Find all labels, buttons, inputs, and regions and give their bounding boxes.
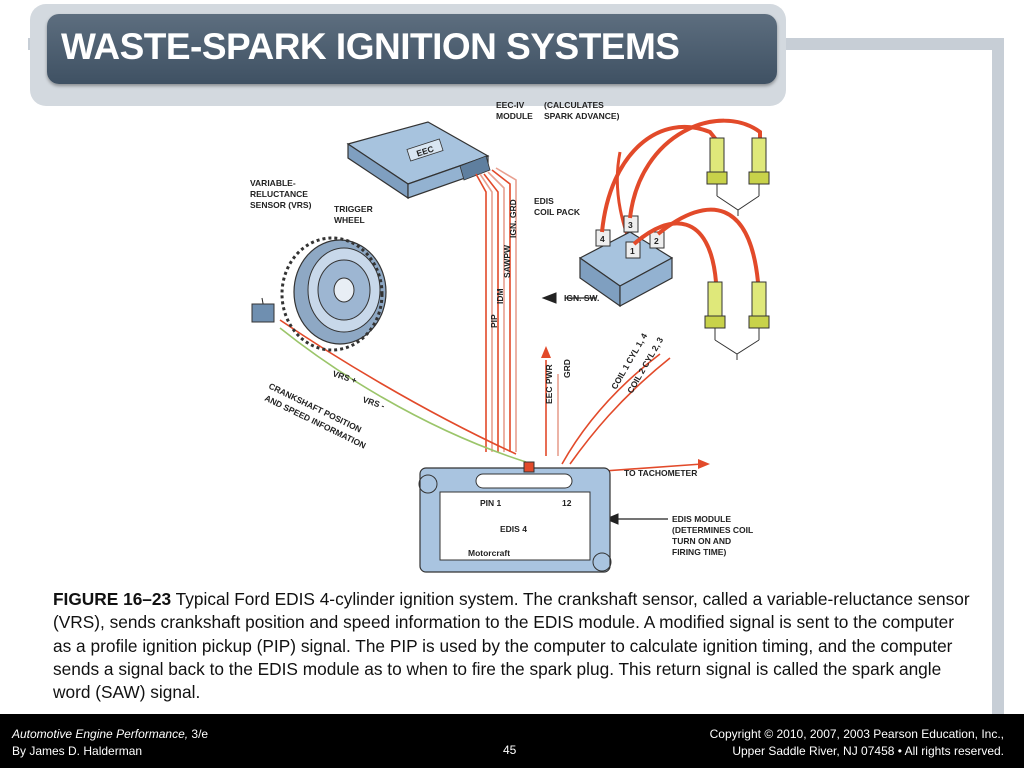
arrows bbox=[261, 292, 710, 525]
figure-caption: FIGURE 16–23 Typical Ford EDIS 4-cylinde… bbox=[53, 588, 973, 704]
slide-title: WASTE-SPARK IGNITION SYSTEMS bbox=[61, 26, 680, 67]
signal-wires bbox=[279, 151, 703, 473]
label-edis-module-3: TURN ON AND bbox=[672, 536, 731, 546]
pin12-label: 12 bbox=[562, 498, 572, 508]
label-eec-pwr: EEC PWR bbox=[544, 364, 554, 404]
book-author: By James D. Halderman bbox=[12, 744, 143, 758]
label-sawpw: SAWPW bbox=[502, 244, 512, 278]
coil-number-2: 2 bbox=[654, 236, 659, 246]
label-edis: EDIS bbox=[534, 196, 554, 206]
spark-plug bbox=[748, 137, 770, 196]
book-title: Automotive Engine Performance, bbox=[12, 727, 189, 741]
plug-wires bbox=[600, 118, 762, 283]
edis4-label: EDIS 4 bbox=[500, 524, 527, 534]
edis-module: PIN 1 12 EDIS 4 Motorcraft bbox=[418, 461, 612, 573]
label-vrs-3: SENSOR (VRS) bbox=[250, 200, 312, 210]
footer-copyright: Copyright © 2010, 2007, 2003 Pearson Edu… bbox=[710, 726, 1004, 760]
spark-plug bbox=[748, 281, 770, 340]
label-spark-advance: SPARK ADVANCE) bbox=[544, 111, 620, 121]
label-grd: GRD bbox=[562, 359, 572, 378]
copyright-line-2: Upper Saddle River, NJ 07458 • All right… bbox=[732, 744, 1004, 758]
label-module: MODULE bbox=[496, 111, 533, 121]
coil-number-4: 4 bbox=[600, 234, 605, 244]
label-ign-sw: IGN. SW. bbox=[564, 293, 599, 303]
spark-plug bbox=[706, 137, 728, 196]
caption-text: Typical Ford EDIS 4-cylinder ignition sy… bbox=[53, 589, 970, 703]
label-tachometer: TO TACHOMETER bbox=[624, 468, 697, 478]
pin1-label: PIN 1 bbox=[480, 498, 502, 508]
motorcraft-logo: Motorcraft bbox=[468, 548, 510, 558]
label-ign-grd: IGN. GRD bbox=[508, 199, 518, 238]
book-edition: 3/e bbox=[188, 727, 209, 741]
label-idm: IDM bbox=[495, 288, 505, 304]
coil-number-1: 1 bbox=[630, 246, 635, 256]
label-wheel: WHEEL bbox=[334, 215, 365, 225]
label-eec-iv: EEC-IV bbox=[496, 100, 525, 110]
label-vrs-plus: VRS + bbox=[331, 368, 358, 385]
trigger-wheel bbox=[251, 236, 387, 352]
label-coil-pack: COIL PACK bbox=[534, 207, 581, 217]
slide-frame-right bbox=[992, 38, 1004, 718]
footer-book-info: Automotive Engine Performance, 3/e By Ja… bbox=[12, 726, 208, 760]
footer-bar: Automotive Engine Performance, 3/e By Ja… bbox=[0, 714, 1024, 768]
label-vrs-2: RELUCTANCE bbox=[250, 189, 308, 199]
label-edis-module-1: EDIS MODULE bbox=[672, 514, 731, 524]
label-calculates: (CALCULATES bbox=[544, 100, 604, 110]
coil-number-3: 3 bbox=[628, 220, 633, 230]
label-pip: PIP bbox=[489, 314, 499, 328]
edis-coil-pack: 4 3 1 2 bbox=[578, 215, 674, 308]
title-bar: WASTE-SPARK IGNITION SYSTEMS bbox=[47, 14, 777, 84]
copyright-line-1: Copyright © 2010, 2007, 2003 Pearson Edu… bbox=[709, 727, 1004, 741]
label-edis-module-2: (DETERMINES COIL bbox=[672, 525, 753, 535]
label-vrs-1: VARIABLE- bbox=[250, 178, 296, 188]
label-trigger: TRIGGER bbox=[334, 204, 373, 214]
spark-plug bbox=[704, 281, 726, 340]
page-number: 45 bbox=[503, 743, 517, 757]
eec-iv-module: EEC bbox=[346, 121, 491, 200]
figure-number: FIGURE 16–23 bbox=[53, 589, 172, 609]
label-edis-module-4: FIRING TIME) bbox=[672, 547, 726, 557]
edis-ignition-diagram: EEC bbox=[250, 100, 770, 573]
spark-plugs bbox=[704, 137, 770, 360]
